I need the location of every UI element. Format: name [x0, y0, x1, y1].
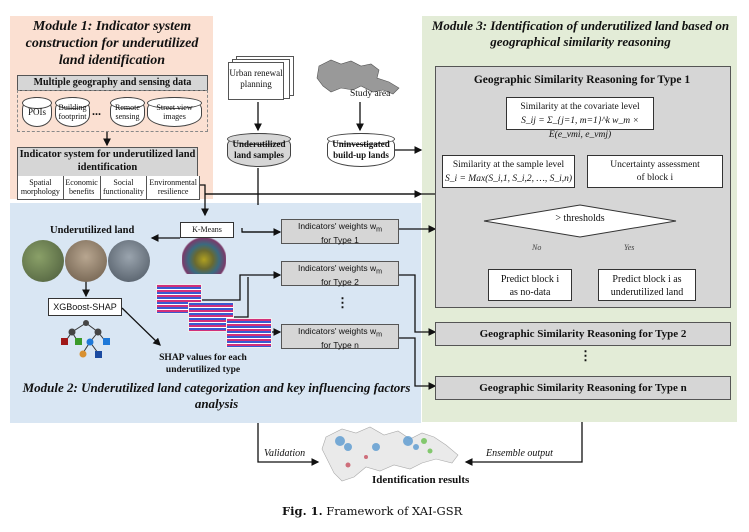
weights-type1-sub: m	[376, 225, 383, 234]
urban-renewal-doc: Urban renewal planning	[228, 56, 294, 102]
identification-results-map	[321, 426, 459, 482]
sample-title: Similarity at the sample level	[452, 160, 565, 170]
indicator-row: Spatial morphology Economic benefits Soc…	[17, 176, 200, 200]
remote-sensing-cylinder: Remote sensing	[110, 97, 145, 127]
weights-ellipsis: ⋮	[336, 295, 349, 310]
module1-title: Module 1: Indicator system construction …	[25, 19, 199, 68]
ensemble-output-label: Ensemble output	[486, 448, 553, 459]
weights-typen-type: for Type n	[321, 339, 359, 350]
gsr-type2-box: Geographic Similarity Reasoning for Type…	[435, 322, 731, 346]
weights-type2-label: Indicators' weights w	[297, 263, 377, 273]
indicator-system-header: Indicator system for underutilized land …	[17, 147, 198, 177]
predict-nodata-box: Predict block i as no-data	[488, 269, 572, 301]
building-footprint-cylinder: Building footprint	[55, 97, 90, 127]
urban-renewal-label: Urban renewal planning	[228, 62, 284, 100]
weights-type2-type: for Type 2	[321, 276, 359, 287]
poi-label: POIs	[27, 107, 46, 117]
indicator-spatial-morphology: Spatial morphology	[18, 176, 64, 199]
indicator-economic-benefits: Economic benefits	[64, 176, 101, 199]
yes-branch-label: Yes	[624, 243, 635, 252]
samples-label: Underutilized land samples	[232, 139, 286, 160]
threshold-diamond	[483, 204, 677, 238]
covariate-similarity-box: Similarity at the covariate level S_ij =…	[506, 97, 654, 140]
remote-sensing-label: Remote sensing	[115, 103, 140, 121]
shap-plot-typen	[226, 318, 272, 348]
covariate-formula: S_ij = Σ_{j=1, m=1}^k w_m × E(e_vmi, e_v…	[521, 116, 639, 140]
threshold-label: > thresholds	[555, 213, 605, 224]
shap-values-label: SHAP values for each underutilized type	[159, 353, 247, 375]
underutilized-land-label: Underutilized land	[50, 225, 135, 236]
gsr-type1-title: Geographic Similarity Reasoning for Type…	[473, 74, 691, 86]
caption-prefix: Fig. 1.	[282, 504, 323, 518]
weights-typen-sub: m	[376, 330, 383, 339]
indicator-social-functionality: Social functionality	[101, 176, 148, 199]
sample-similarity-box: Similarity at the sample level S_i = Max…	[442, 155, 575, 188]
data-sources-header: Multiple geography and sensing data	[17, 75, 208, 91]
weights-type1-box: Indicators' weights wm for Type 1	[281, 219, 399, 245]
indicator-environmental-resilience: Environmental resilience	[149, 178, 197, 196]
figure-caption: Fig. 1. Framework of XAI-GSR	[282, 504, 462, 518]
kmeans-box: K-Means	[180, 222, 234, 238]
building-footprint-label: Building footprint	[58, 103, 87, 121]
no-branch-label: No	[532, 243, 542, 252]
study-area-label: Study area	[350, 89, 391, 99]
module2-title: Module 2: Underutilized land categorizat…	[22, 380, 411, 411]
weights-type2-sub: m	[376, 267, 383, 276]
weights-type2-box: Indicators' weights wm for Type 2	[281, 261, 399, 287]
gsr-typen-box: Geographic Similarity Reasoning for Type…	[435, 376, 731, 400]
street-view-cylinder: Street view images	[147, 97, 202, 127]
weights-typen-label: Indicators' weights w	[297, 326, 377, 336]
underutilized-type2-image	[65, 240, 107, 282]
study-area-map	[316, 59, 400, 95]
underutilized-type1-image	[22, 240, 64, 282]
street-view-label: Street view images	[156, 103, 193, 121]
gsr-ellipsis: ⋮	[579, 348, 592, 363]
data-sources-group	[17, 90, 208, 132]
weights-typen-box: Indicators' weights wm for Type n	[281, 324, 399, 350]
uncertainty-box: Uncertainty assessment of block i	[587, 155, 723, 188]
covariate-title: Similarity at the covariate level	[520, 102, 640, 112]
sample-formula: S_i = Max(S_i,1, S_i,2, …, S_i,n)	[445, 174, 572, 184]
caption-text: Framework of XAI-GSR	[326, 504, 463, 518]
uninvestigated-lands-cylinder: Uninvestigated build-up lands	[327, 133, 395, 167]
data-ellipsis: ...	[92, 104, 101, 118]
validation-label: Validation	[264, 448, 306, 459]
kmeans-cluster-plot	[182, 238, 226, 274]
weights-type1-type: for Type 1	[321, 234, 359, 245]
weights-type1-label: Indicators' weights w	[297, 221, 377, 231]
module3-title: Module 3: Identification of underutilize…	[431, 18, 730, 49]
identification-results-label: Identification results	[372, 474, 470, 486]
underutilized-type3-image	[108, 240, 150, 282]
underutilized-samples-cylinder: Underutilized land samples	[227, 133, 291, 167]
decision-tree-icon	[61, 320, 110, 358]
xgboost-shap-box: XGBoost-SHAP	[48, 298, 122, 316]
predict-underutilized-box: Predict block i as underutilized land	[598, 269, 696, 301]
uninvestigated-label: Uninvestigated build-up lands	[332, 139, 390, 160]
poi-data-cylinder: POIs	[22, 97, 52, 127]
